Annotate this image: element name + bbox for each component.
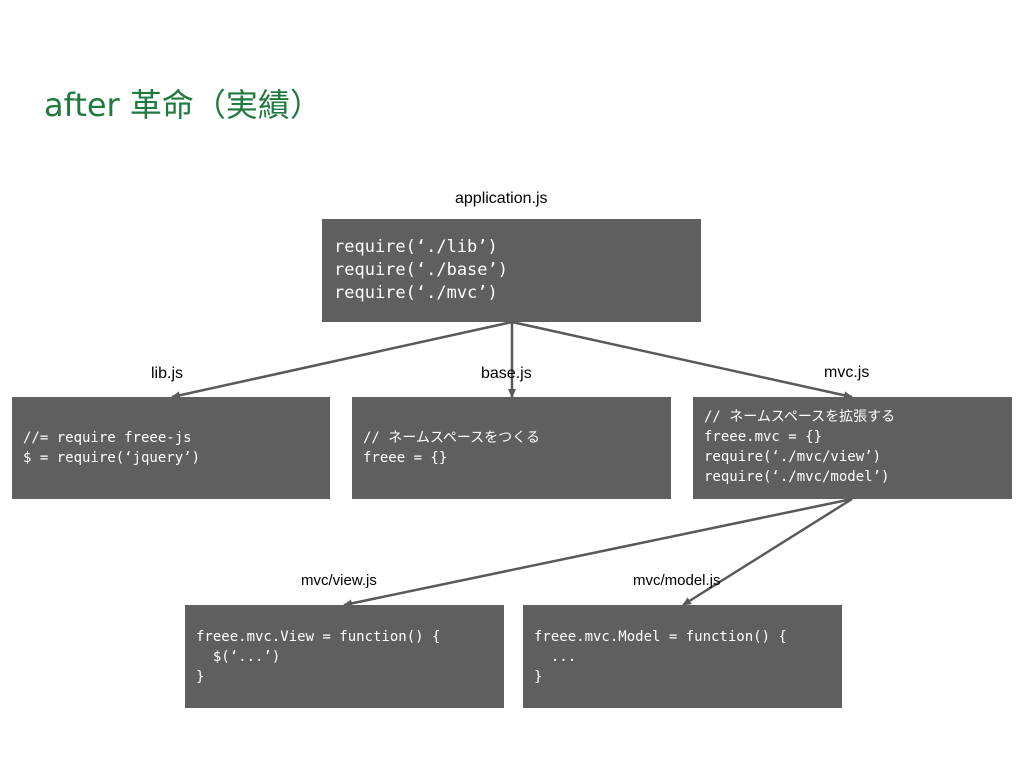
arrow-mvc-to-model <box>682 497 853 607</box>
base-code: // ネームスペースをつくる freee = {} <box>363 428 540 468</box>
code-line: require(‘./lib’) <box>334 237 498 257</box>
code-line: $(‘...’) <box>196 649 281 665</box>
code-line: require(‘./mvc’) <box>334 283 498 303</box>
arrow-mvc-to-view <box>343 497 853 608</box>
code-line: // ネームスペースを拡張する <box>704 409 896 425</box>
view-code-box: freee.mvc.View = function() { $(‘...’) } <box>185 605 504 708</box>
model-code: freee.mvc.Model = function() { ... } <box>534 627 787 687</box>
base-filename: base.js <box>481 365 532 382</box>
code-line: } <box>196 669 205 685</box>
code-line: ... <box>534 649 577 665</box>
code-line: //= require freee-js <box>23 430 192 446</box>
arrow-application-to-lib <box>171 320 513 400</box>
slide-title: after 革命（実績） <box>44 86 322 124</box>
base-code-box: // ネームスペースをつくる freee = {} <box>352 397 671 499</box>
code-line: freee.mvc.View = function() { <box>196 629 441 645</box>
code-line: require(‘./mvc/model’) <box>704 469 890 485</box>
mvc-code: // ネームスペースを拡張する freee.mvc = {} require(‘… <box>704 407 895 487</box>
model-filename: mvc/model.js <box>633 572 721 589</box>
lib-code-box: //= require freee-js $ = require(‘jquery… <box>12 397 330 499</box>
code-line: freee.mvc.Model = function() { <box>534 629 787 645</box>
code-line: } <box>534 669 543 685</box>
view-code: freee.mvc.View = function() { $(‘...’) } <box>196 627 440 687</box>
application-code-box: require(‘./lib’) require(‘./base’) requi… <box>322 219 701 322</box>
arrow-application-to-mvc <box>511 320 853 400</box>
lib-filename: lib.js <box>151 365 184 382</box>
code-line: require(‘./base’) <box>334 260 508 280</box>
code-line: freee.mvc = {} <box>704 429 823 445</box>
lib-code: //= require freee-js $ = require(‘jquery… <box>23 428 200 468</box>
code-line: freee = {} <box>363 450 448 466</box>
code-line: $ = require(‘jquery’) <box>23 450 201 466</box>
code-line: // ネームスペースをつくる <box>363 430 540 446</box>
mvc-code-box: // ネームスペースを拡張する freee.mvc = {} require(‘… <box>693 397 1012 499</box>
mvc-filename: mvc.js <box>824 364 870 381</box>
application-filename: application.js <box>455 190 548 207</box>
code-line: require(‘./mvc/view’) <box>704 449 882 465</box>
view-filename: mvc/view.js <box>301 572 377 589</box>
model-code-box: freee.mvc.Model = function() { ... } <box>523 605 842 708</box>
application-code: require(‘./lib’) require(‘./base’) requi… <box>334 236 508 305</box>
